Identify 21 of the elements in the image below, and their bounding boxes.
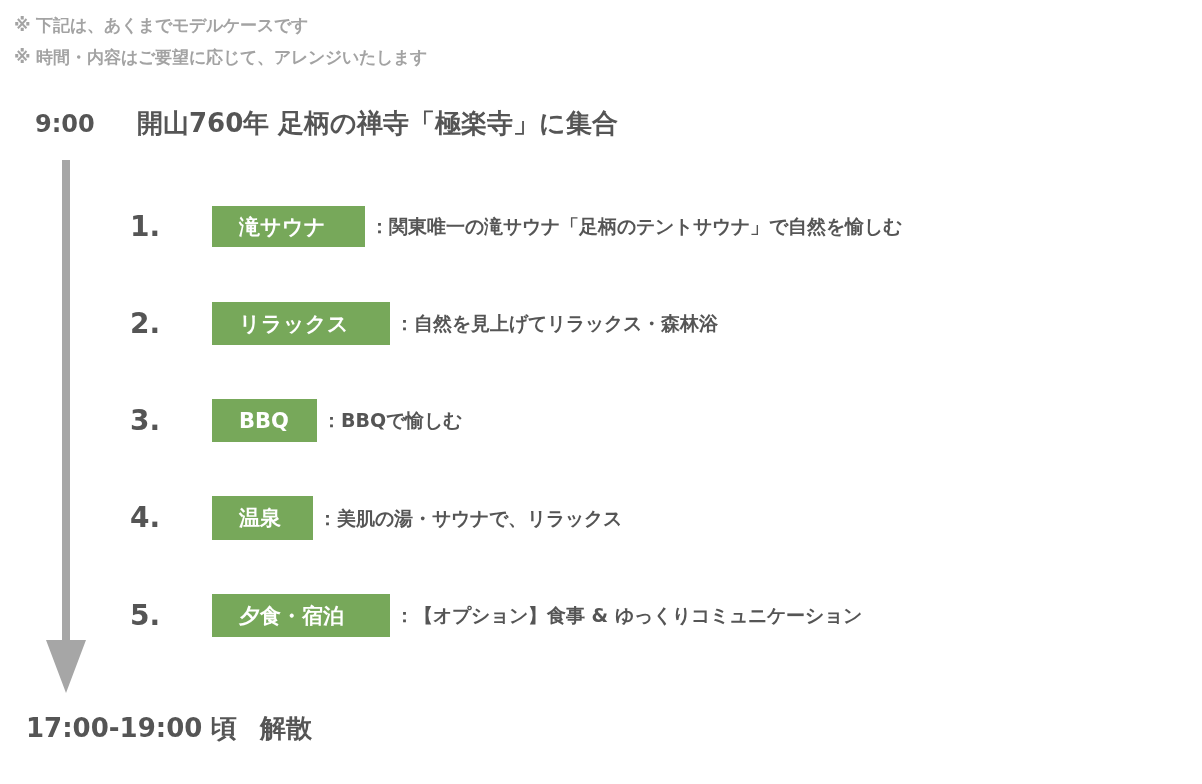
step-number: 4. bbox=[130, 501, 161, 535]
schedule-heading: 解散 bbox=[260, 713, 312, 745]
note-text: ※ 時間・内容はご要望に応じて、アレンジいたします bbox=[14, 47, 428, 68]
activity-tag: 夕食・宿泊 bbox=[212, 594, 390, 637]
step-number: 5. bbox=[130, 599, 161, 633]
schedule-heading: 開山760年 足柄の禅寺「極楽寺」に集合 bbox=[137, 108, 619, 140]
activity-description: ：BBQで愉しむ bbox=[322, 409, 463, 432]
activity-tag: 温泉 bbox=[212, 496, 313, 540]
activity-tag: リラックス bbox=[212, 302, 390, 345]
activity-tag: BBQ bbox=[212, 399, 317, 442]
activity-description: ：自然を見上げてリラックス・森林浴 bbox=[395, 312, 718, 335]
time-label: 17:00-19:00 頃 bbox=[26, 713, 238, 745]
time-label: 9:00 bbox=[35, 110, 95, 139]
step-number: 3. bbox=[130, 404, 161, 438]
activity-description: ：関東唯一の滝サウナ「足柄のテントサウナ」で自然を愉しむ bbox=[370, 215, 902, 238]
step-number: 2. bbox=[130, 307, 161, 341]
note-text: ※ 下記は、あくまでモデルケースです bbox=[14, 15, 309, 36]
activity-tag: 滝サウナ bbox=[212, 206, 365, 247]
activity-description: ：美肌の湯・サウナで、リラックス bbox=[318, 507, 622, 530]
activity-description: ：【オプション】食事 & ゆっくりコミュニケーション bbox=[395, 604, 862, 627]
step-number: 1. bbox=[130, 210, 161, 244]
